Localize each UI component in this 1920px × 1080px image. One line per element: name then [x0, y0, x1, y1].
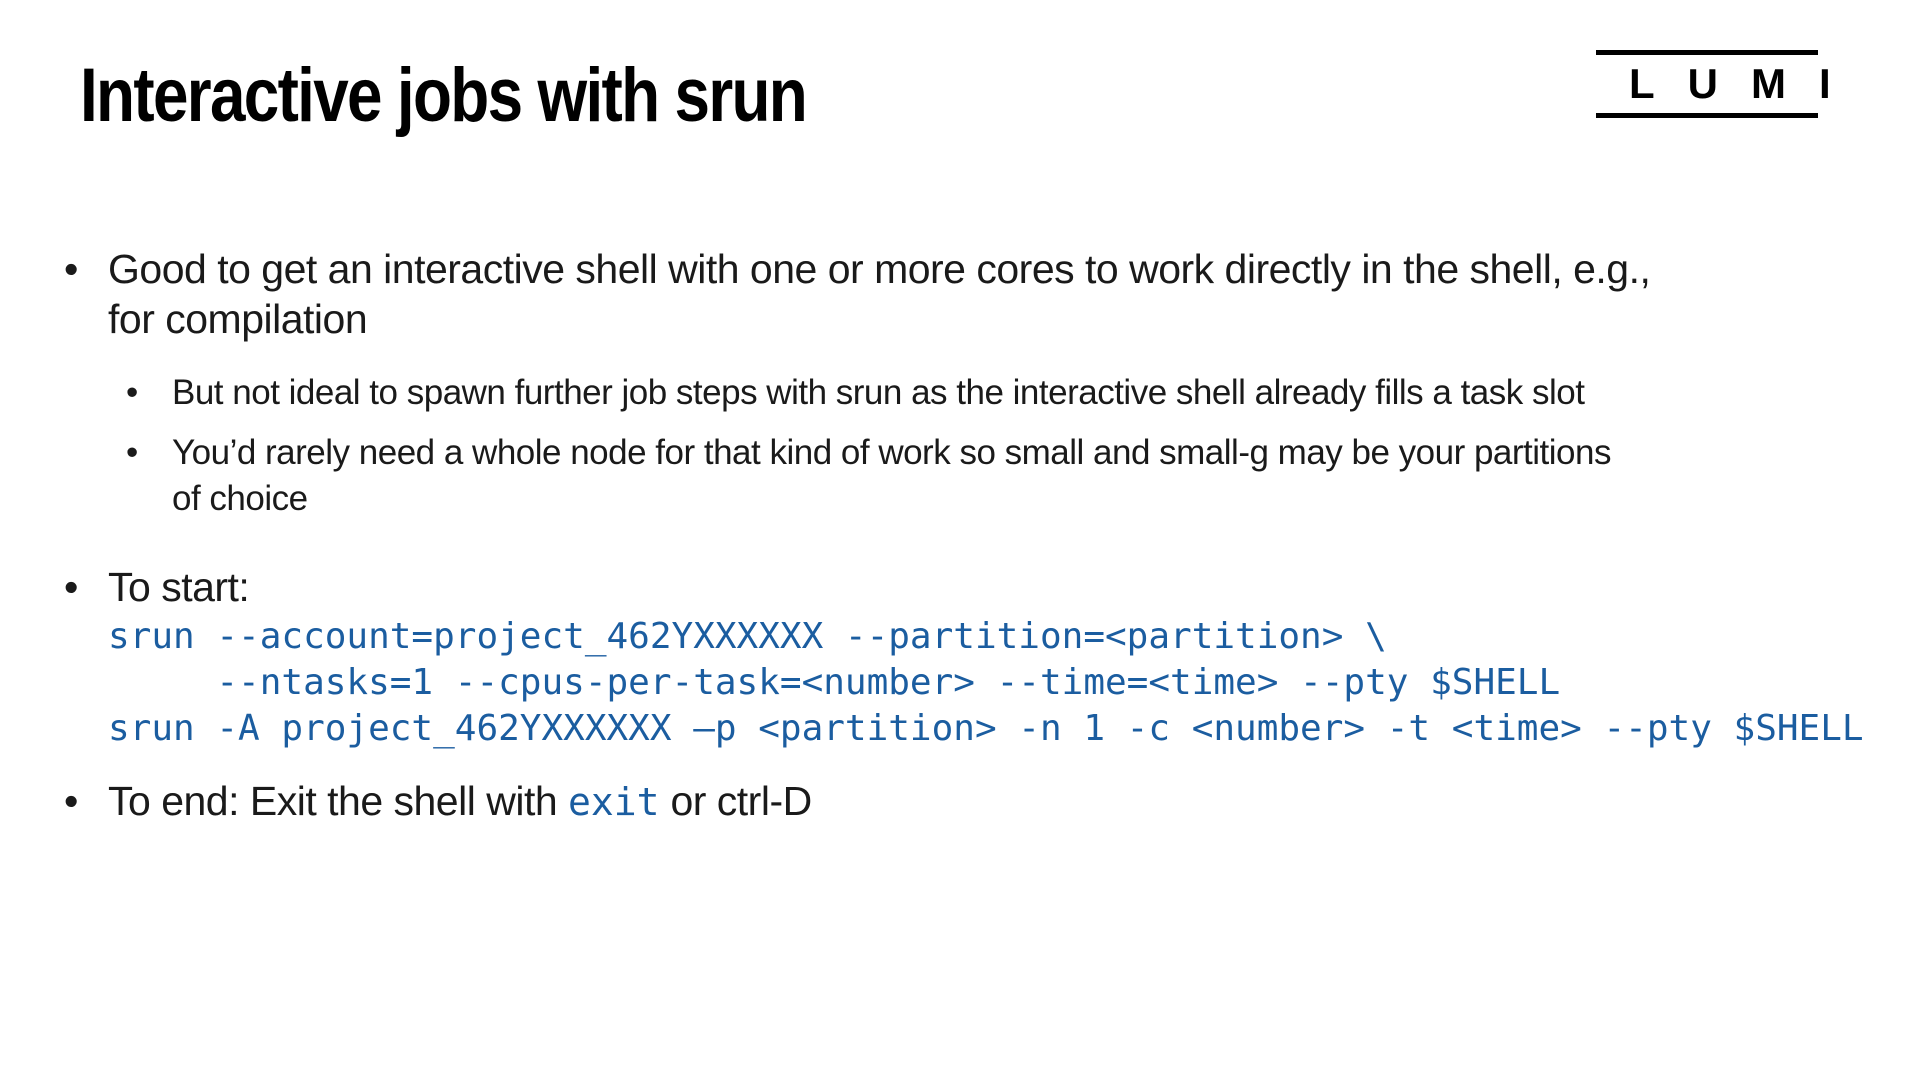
bullet-icon: • — [64, 564, 79, 610]
bullet-item-to-end: • To end: Exit the shell with exit or ct… — [64, 776, 1920, 827]
bullet-icon: • — [126, 433, 139, 472]
code-block-srun-commands: srun --account=project_462YXXXXXX --part… — [108, 616, 1864, 749]
lumi-logo: LUMI — [1596, 50, 1831, 118]
sub-bullet-text-partitions: You’d rarely need a whole node for that … — [172, 433, 1612, 518]
bullet-text-to-end: To end: Exit the shell with exit or ctrl… — [108, 776, 812, 827]
bullet-item-interactive-shell: • Good to get an interactive shell with … — [64, 244, 1920, 344]
bullet-icon: • — [126, 373, 139, 412]
slide-title: Interactive jobs with srun — [80, 53, 808, 138]
sub-bullet-text-task-slot: But not ideal to spawn further job steps… — [172, 373, 1585, 412]
to-end-prefix-text: To end: Exit the shell with — [108, 778, 569, 824]
sub-bullet-item-partitions: • You’d rarely need a whole node for tha… — [126, 430, 1920, 522]
slide-body: • Good to get an interactive shell with … — [0, 244, 1920, 827]
to-end-suffix-text: or ctrl-D — [659, 778, 812, 824]
inline-code-exit: exit — [568, 780, 660, 824]
sub-bullet-item-task-slot: • But not ideal to spawn further job ste… — [126, 370, 1920, 416]
bullet-text-interactive-shell: Good to get an interactive shell with on… — [108, 246, 1651, 342]
bullet-text-to-start: To start: — [108, 564, 250, 610]
bullet-icon: • — [64, 778, 79, 824]
bullet-icon: • — [64, 246, 79, 292]
lumi-logo-text: LUMI — [1629, 60, 1864, 107]
bullet-item-to-start: • To start: — [64, 562, 1920, 612]
